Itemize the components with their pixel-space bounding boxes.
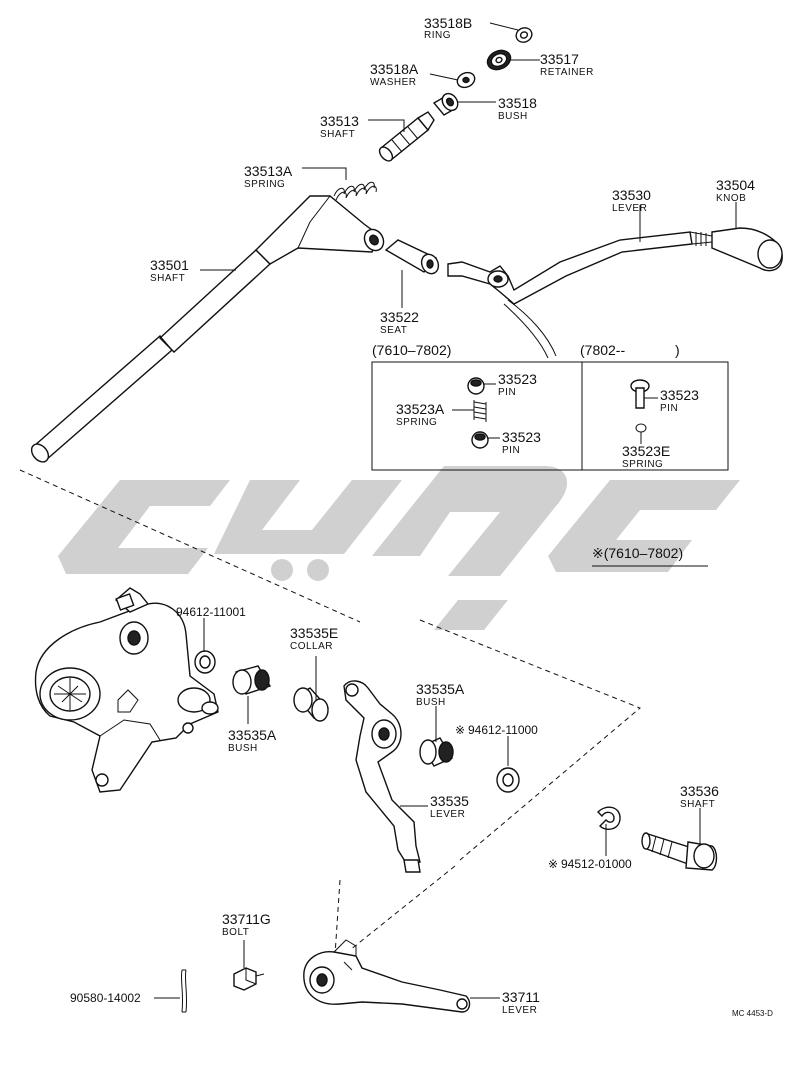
washer-94612-11000-drawing bbox=[496, 767, 520, 793]
label-94512-01000-mark: ※ bbox=[548, 857, 558, 871]
bush-33535a-1-drawing bbox=[232, 665, 272, 695]
label-33504-name: KNOB bbox=[716, 193, 746, 204]
label-33535a-2-number: 33535A bbox=[416, 681, 465, 697]
label-33535a-1-name: BUSH bbox=[228, 743, 258, 754]
label-90580-14002-number: 90580-14002 bbox=[70, 991, 141, 1005]
pin-33523-c-drawing bbox=[630, 379, 650, 409]
label-33535-name: LEVER bbox=[430, 809, 465, 820]
label-33711g-number: 33711G bbox=[222, 911, 271, 927]
label-33536-name: SHAFT bbox=[680, 799, 715, 810]
label-33536-number: 33536 bbox=[680, 783, 719, 799]
washer-33518a-drawing bbox=[456, 71, 476, 89]
spring-33513a-drawing bbox=[333, 181, 377, 201]
pin-33523-a-drawing bbox=[467, 377, 485, 395]
label-33523a-name: SPRING bbox=[396, 417, 437, 428]
shaft-33536-drawing bbox=[641, 832, 718, 871]
label-33501-name: SHAFT bbox=[150, 273, 185, 284]
pin-33523-b-drawing bbox=[471, 431, 489, 449]
variant-inset-box bbox=[371, 361, 729, 471]
seat-33522-drawing bbox=[384, 239, 440, 275]
label-94512-01000-number: 94512-01000 bbox=[561, 857, 632, 871]
label-33513-number: 33513 bbox=[320, 113, 359, 129]
label-33504-number: 33504 bbox=[716, 177, 755, 193]
diagram-code: MC 4453-D bbox=[732, 1009, 773, 1018]
label-33513-name: SHAFT bbox=[320, 129, 355, 140]
lever-33530-drawing bbox=[447, 231, 713, 359]
label-33530-name: LEVER bbox=[612, 203, 647, 214]
leader-lines bbox=[154, 22, 737, 999]
washer-94612-11001-drawing bbox=[194, 650, 216, 674]
label-33518b-name: RING bbox=[424, 30, 451, 41]
snap-ring-94512-01000-drawing bbox=[597, 806, 621, 830]
label-33518a-name: WASHER bbox=[370, 77, 417, 88]
inset-right-header: (7802-- bbox=[580, 342, 625, 358]
label-33535e-number: 33535E bbox=[290, 625, 338, 641]
label-33523-b-number: 33523 bbox=[502, 429, 541, 445]
label-33522-name: SEAT bbox=[380, 325, 407, 336]
footnote-text: ※(7610–7802) bbox=[592, 545, 683, 561]
bush-33535a-2-drawing bbox=[419, 737, 454, 767]
spring-33523a-drawing bbox=[473, 400, 487, 422]
label-33523e-name: SPRING bbox=[622, 459, 663, 470]
label-33513a-number: 33513A bbox=[244, 163, 293, 179]
label-33517-number: 33517 bbox=[540, 51, 579, 67]
label-94612-11000-number: 94612-11000 bbox=[468, 723, 538, 737]
label-33523e-number: 33523E bbox=[622, 443, 670, 459]
lever-33535-drawing bbox=[343, 680, 421, 873]
label-33535-number: 33535 bbox=[430, 793, 469, 809]
label-33523-b-name: PIN bbox=[502, 445, 520, 456]
label-33535a-2-name: BUSH bbox=[416, 697, 446, 708]
bolt-33711g-drawing bbox=[233, 967, 265, 991]
spring-33523e-drawing bbox=[635, 423, 647, 433]
part-labels: 33518B RING 33517 RETAINER 33518A WASHER… bbox=[70, 15, 773, 1018]
label-33513a-name: SPRING bbox=[244, 179, 285, 190]
watermark-logo bbox=[58, 466, 740, 630]
shaft-33501-drawing bbox=[30, 195, 385, 463]
clip-90580-14002-drawing bbox=[180, 969, 188, 1013]
label-94612-11000-mark: ※ bbox=[455, 723, 465, 737]
label-33530-number: 33530 bbox=[612, 187, 651, 203]
shaft-33513-drawing bbox=[378, 111, 435, 162]
collar-33535e-drawing bbox=[293, 687, 330, 722]
inset-right-header-close: ) bbox=[675, 342, 680, 358]
label-33518-name: BUSH bbox=[498, 111, 528, 122]
label-33522-number: 33522 bbox=[380, 309, 419, 325]
label-33518a-number: 33518A bbox=[370, 61, 419, 77]
label-33711-name: LEVER bbox=[502, 1005, 537, 1016]
label-33518b-number: 33518B bbox=[424, 15, 472, 31]
bush-33518-drawing bbox=[432, 92, 459, 116]
label-33535e-name: COLLAR bbox=[290, 641, 333, 652]
shift-housing-drawing bbox=[34, 587, 219, 793]
label-33535a-1-number: 33535A bbox=[228, 727, 277, 743]
retainer-33517-drawing bbox=[486, 49, 512, 71]
label-33523-a-name: PIN bbox=[498, 387, 516, 398]
label-33711-number: 33711 bbox=[502, 989, 540, 1005]
label-33501-number: 33501 bbox=[150, 257, 189, 273]
label-94612-11001-number: 94612-11001 bbox=[176, 605, 246, 619]
label-33523-c-name: PIN bbox=[660, 403, 678, 414]
knob-33504-drawing bbox=[711, 227, 783, 272]
label-33523a-number: 33523A bbox=[396, 401, 445, 417]
lever-33711-drawing bbox=[303, 939, 471, 1013]
label-33711g-name: BOLT bbox=[222, 927, 249, 938]
assembly-guide-lines bbox=[19, 469, 641, 956]
label-33523-c-number: 33523 bbox=[660, 387, 699, 403]
ring-33518b-drawing bbox=[515, 27, 533, 43]
label-33523-a-number: 33523 bbox=[498, 371, 537, 387]
label-33517-name: RETAINER bbox=[540, 67, 594, 78]
inset-left-header: (7610–7802) bbox=[372, 342, 451, 358]
label-33518-number: 33518 bbox=[498, 95, 537, 111]
